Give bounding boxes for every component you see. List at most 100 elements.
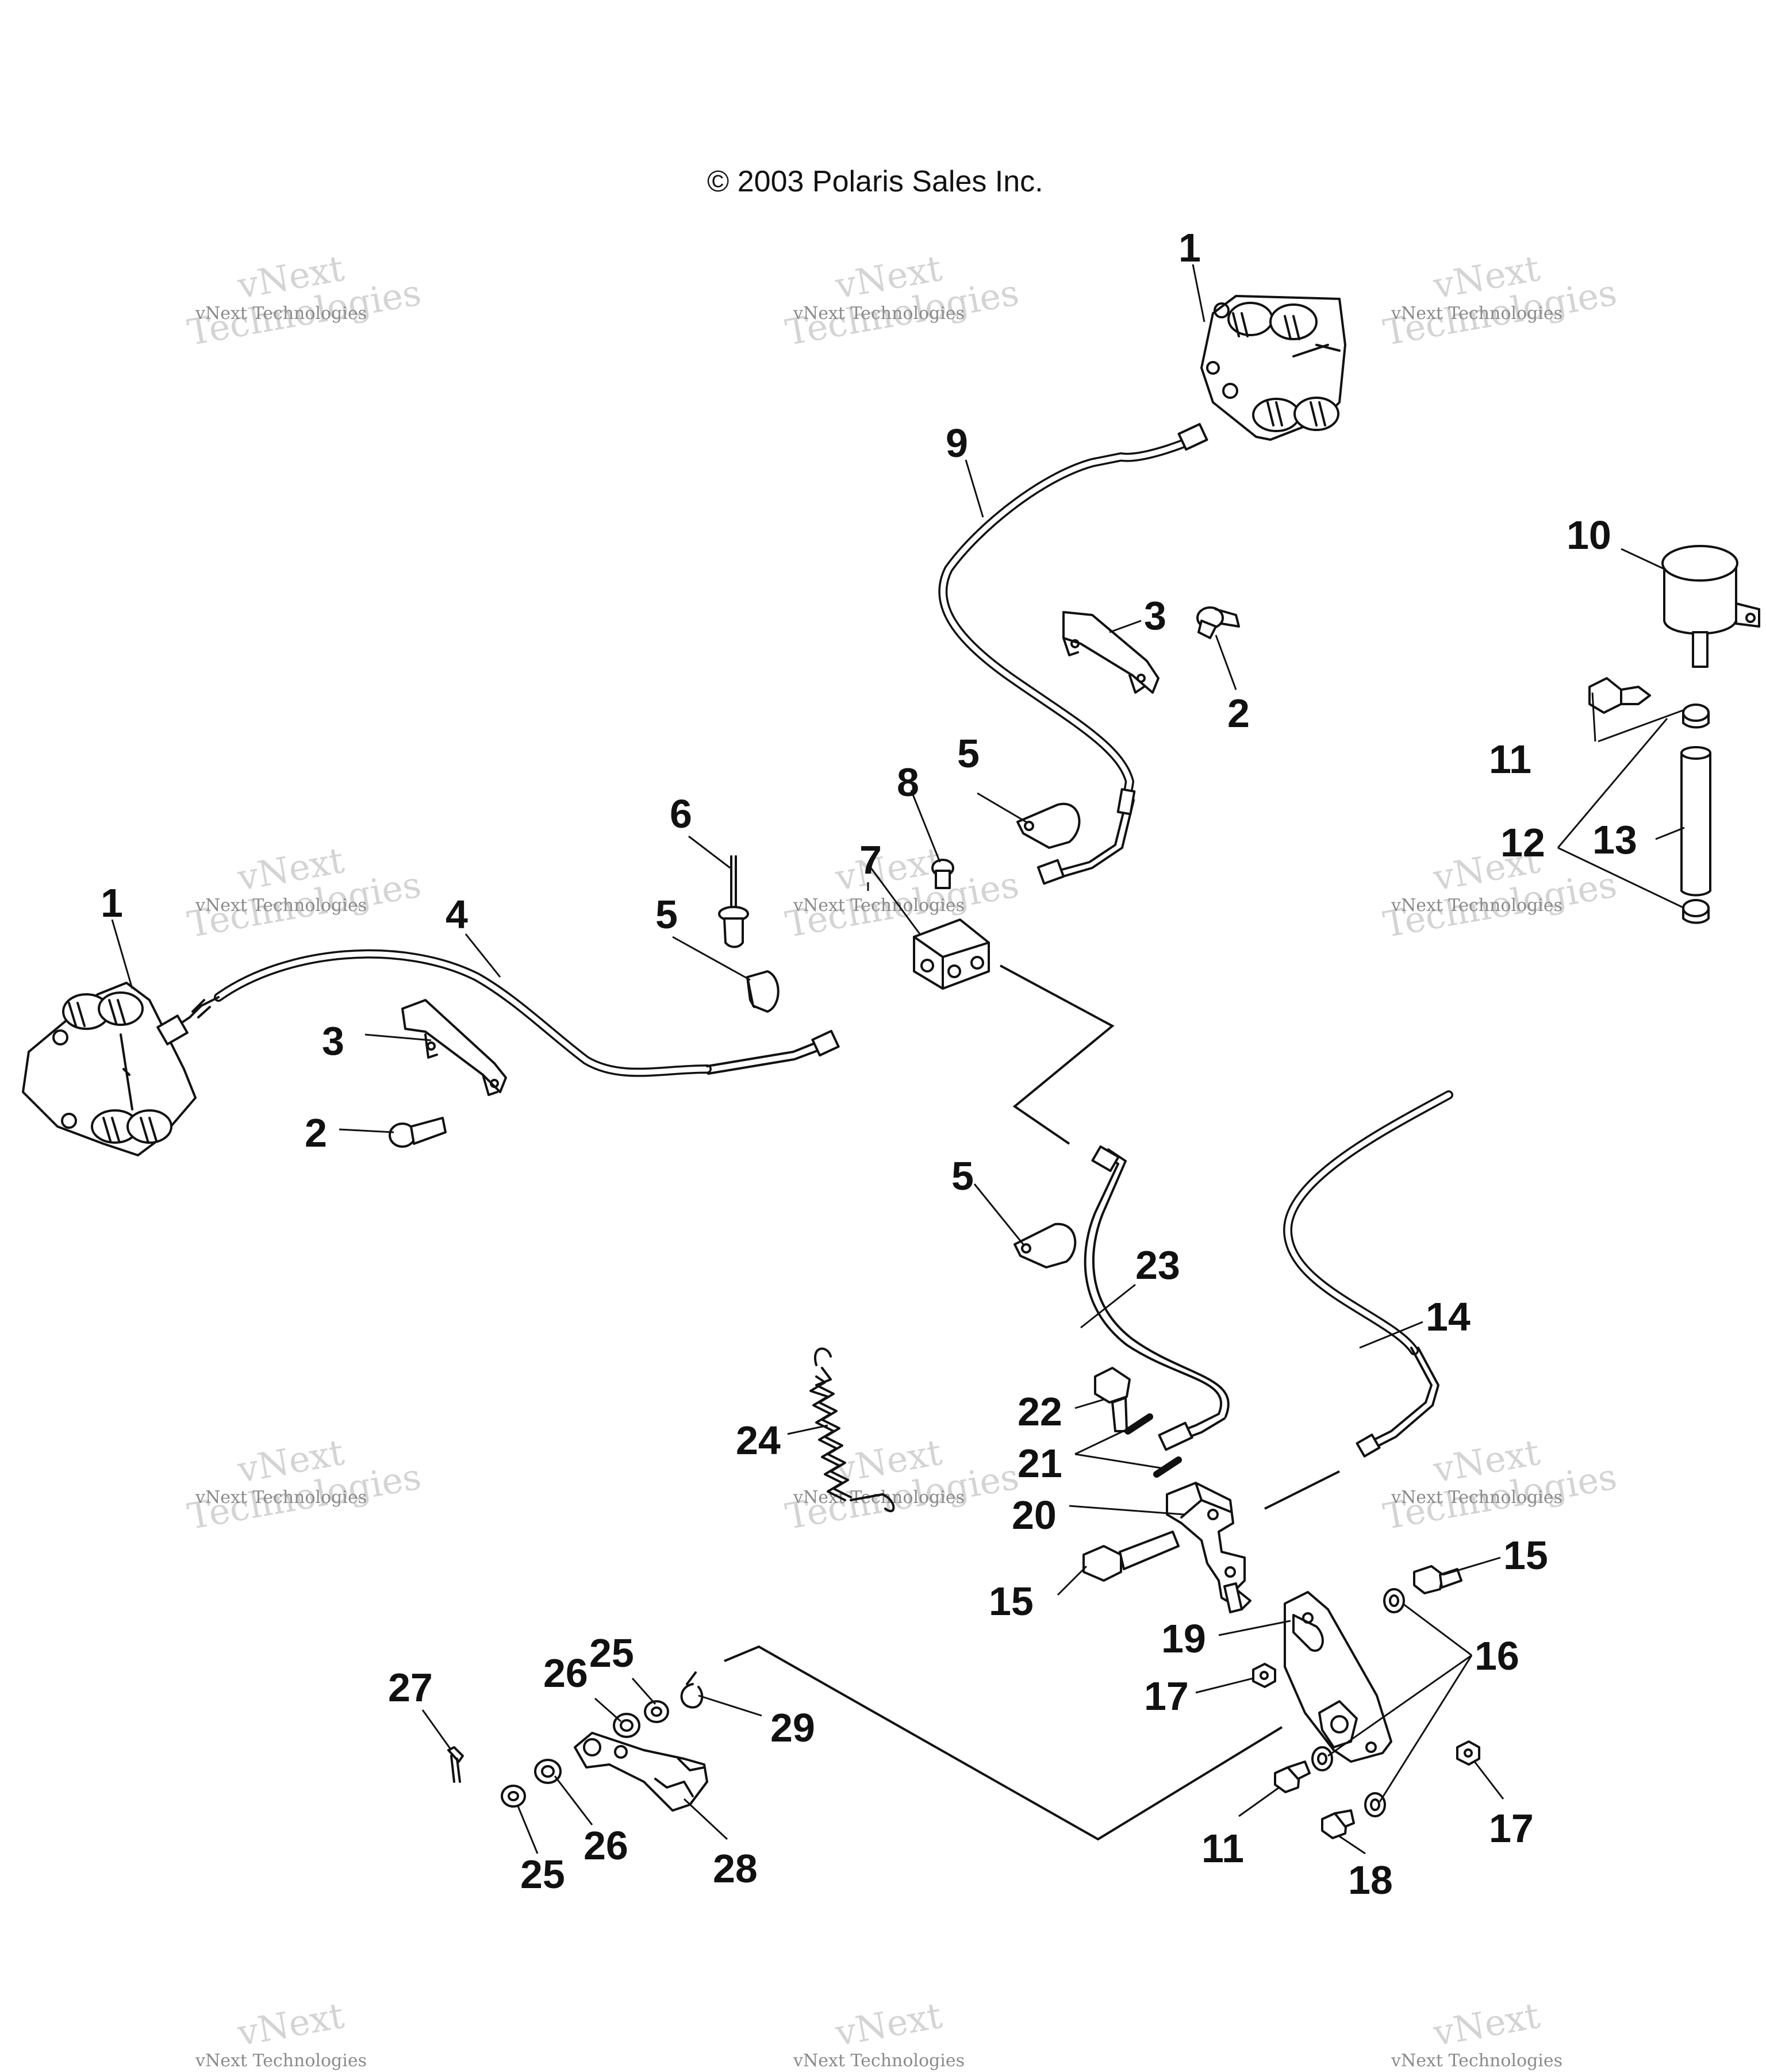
watermark: vNext vNext Technologies [1391, 1994, 1562, 2071]
watermark: vNext Technologies vNext Technologies [185, 839, 424, 946]
callout-label: 28 [713, 1846, 758, 1891]
watermark: vNext Technologies vNext Technologies [185, 1431, 424, 1538]
callout-label: 5 [951, 1154, 974, 1198]
svg-text:vNext: vNext [1430, 1994, 1543, 2054]
bolt-15-left [1082, 1531, 1180, 1582]
svg-text:vNext Technologies: vNext Technologies [1391, 1487, 1562, 1508]
bushing-26-lower [534, 1759, 562, 1784]
spring-24 [809, 1347, 895, 1513]
bolt-22 [1094, 1367, 1131, 1432]
brake-caliper-right [1200, 295, 1346, 441]
callout-labels: 1 9 10 3 2 11 12 13 5 6 8 7 1 4 5 3 2 5 … [101, 225, 1637, 1902]
callout-label: 2 [305, 1110, 327, 1155]
callout-label: 4 [446, 892, 468, 937]
callout-label: 5 [655, 892, 678, 937]
nut-17-lower [1456, 1740, 1480, 1766]
callout-label: 18 [1348, 1858, 1393, 1902]
callout-label: 17 [1144, 1674, 1189, 1719]
bolt-11-lower [1274, 1760, 1311, 1793]
fitting-11-upper [1588, 677, 1651, 714]
crush-washer-21-upper [1124, 1413, 1153, 1435]
svg-text:vNext Technologies: vNext Technologies [1391, 895, 1562, 916]
nut-17-upper [1252, 1663, 1276, 1688]
hose-clamp-12-upper [1682, 704, 1710, 729]
callout-label: 5 [957, 731, 980, 776]
callout-label: 21 [1018, 1441, 1062, 1486]
watermark: vNext Technologies vNext Technologies [185, 247, 424, 354]
callout-label: 19 [1161, 1616, 1206, 1661]
watermark: vNext vNext Technologies [195, 1994, 367, 2071]
washer-16-b [1311, 1746, 1333, 1771]
svg-text:vNext Technologies: vNext Technologies [195, 1487, 367, 1508]
mounting-plate-19 [1284, 1591, 1392, 1763]
washer-16-c [1364, 1792, 1386, 1817]
brake-line-9 [938, 422, 1208, 885]
watermark: vNext Technologies vNext Technologies [782, 1431, 1022, 1538]
svg-text:vNext Technologies: vNext Technologies [195, 895, 367, 916]
watermark: vNext Technologies vNext Technologies [1380, 839, 1620, 946]
copyright-notice: © 2003 Polaris Sales Inc. [707, 165, 1043, 198]
callout-label: 24 [736, 1418, 781, 1463]
callout-label: 12 [1500, 820, 1545, 865]
bushing-26-upper [613, 1713, 640, 1738]
callout-label: 2 [1227, 691, 1250, 736]
watermark: vNext Technologies vNext Technologies [782, 839, 1022, 946]
washer-25-upper [644, 1700, 669, 1723]
callout-label: 1 [101, 881, 123, 925]
bracket-3-left [401, 999, 507, 1096]
pedal-linkage-28 [574, 1732, 708, 1812]
callout-label: 15 [1503, 1533, 1548, 1578]
bolt-8 [931, 859, 954, 889]
callout-label: 17 [1489, 1806, 1534, 1851]
callout-label: 25 [589, 1631, 634, 1675]
callout-label: 23 [1135, 1243, 1180, 1287]
cotter-pin-27 [447, 1746, 464, 1783]
callout-label: 8 [897, 760, 919, 805]
callout-label: 13 [1592, 817, 1637, 862]
brake-line-14 [1283, 1090, 1453, 1458]
crush-washer-21-lower [1153, 1456, 1182, 1478]
callout-label: 15 [989, 1579, 1034, 1624]
washer-25-lower [501, 1785, 526, 1808]
svg-text:vNext: vNext [832, 1994, 945, 2054]
svg-text:vNext Technologies: vNext Technologies [1391, 303, 1562, 324]
callout-label: 26 [583, 1823, 628, 1868]
guide-lines [724, 964, 1340, 1841]
callout-label: 9 [946, 421, 968, 466]
watermark: vNext vNext Technologies [793, 1994, 965, 2071]
bolt-2-left [389, 1117, 447, 1148]
clamp-5-mid [746, 970, 780, 1013]
callout-label: 3 [1144, 593, 1166, 638]
callout-label: 16 [1475, 1633, 1519, 1678]
master-cylinder-20 [1166, 1482, 1251, 1613]
washer-16-a [1383, 1588, 1405, 1613]
retaining-clip-29 [680, 1671, 704, 1709]
svg-text:vNext Technologies: vNext Technologies [793, 303, 965, 324]
bracket-3-right [1062, 611, 1160, 694]
rivet-6 [718, 855, 749, 948]
brake-line-4 [156, 949, 840, 1077]
callout-label: 27 [388, 1665, 433, 1710]
brake-caliper-left [22, 982, 197, 1156]
svg-text:vNext: vNext [234, 1994, 347, 2054]
callout-label: 10 [1567, 513, 1611, 558]
hose-clamp-12-lower [1682, 899, 1710, 924]
svg-text:vNext Technologies: vNext Technologies [195, 303, 367, 324]
watermark: vNext Technologies vNext Technologies [782, 247, 1022, 354]
callout-label: 22 [1018, 1389, 1062, 1434]
svg-text:vNext Technologies: vNext Technologies [1391, 2051, 1562, 2071]
brake-fluid-reservoir-10 [1661, 545, 1760, 668]
bolt-15-right [1413, 1565, 1462, 1594]
bolt-18 [1321, 1809, 1355, 1839]
svg-text:vNext Technologies: vNext Technologies [793, 895, 965, 916]
junction-block-7 [913, 918, 990, 990]
watermark: vNext Technologies vNext Technologies [1380, 1431, 1620, 1538]
watermark: vNext Technologies vNext Technologies [1380, 247, 1620, 354]
callout-label: 29 [770, 1705, 815, 1750]
clamp-5-lower [1013, 1223, 1077, 1268]
callout-label: 6 [670, 791, 692, 836]
svg-text:vNext Technologies: vNext Technologies [793, 2051, 965, 2071]
callout-label: 3 [322, 1018, 344, 1063]
callout-label: 7 [859, 837, 882, 882]
watermark-layer: vNext Technologies vNext Technologies vN… [185, 247, 1620, 2071]
